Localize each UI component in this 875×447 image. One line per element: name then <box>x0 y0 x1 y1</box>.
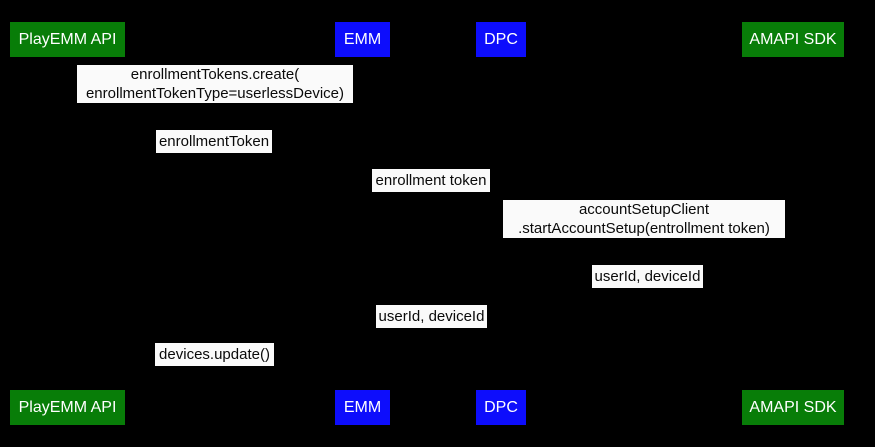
actor-amapi-sdk-top: AMAPI SDK <box>742 22 844 57</box>
actor-emm-top: EMM <box>335 22 390 57</box>
message-enrollment-token-to-dpc: enrollment token <box>372 169 490 192</box>
actor-emm-bottom: EMM <box>335 390 390 425</box>
actor-dpc-bottom: DPC <box>476 390 526 425</box>
actor-playemm-api-bottom: PlayEMM API <box>10 390 125 425</box>
actor-playemm-api-top: PlayEMM API <box>10 22 125 57</box>
message-start-account-setup: accountSetupClient .startAccountSetup(en… <box>503 200 785 238</box>
message-line: enrollmentTokenType=userlessDevice) <box>85 85 345 102</box>
actor-amapi-sdk-bottom: AMAPI SDK <box>742 390 844 425</box>
message-enrollment-tokens-create: enrollmentTokens.create( enrollmentToken… <box>77 65 353 103</box>
actor-dpc-top: DPC <box>476 22 526 57</box>
message-line: enrollment token <box>375 172 487 189</box>
message-devices-update: devices.update() <box>155 343 274 366</box>
message-line: accountSetupClient <box>578 201 710 218</box>
message-line: enrollmentToken <box>158 133 270 150</box>
message-enrollment-token-response: enrollmentToken <box>156 130 272 153</box>
message-line: userId, deviceId <box>378 308 485 325</box>
message-userid-deviceid-from-amapi: userId, deviceId <box>592 265 703 288</box>
message-userid-deviceid-to-emm: userId, deviceId <box>376 305 487 328</box>
message-line: devices.update() <box>159 346 270 363</box>
message-line: userId, deviceId <box>594 268 701 285</box>
message-line: enrollmentTokens.create( <box>130 66 300 83</box>
message-line: .startAccountSetup(entrollment token) <box>518 220 770 237</box>
